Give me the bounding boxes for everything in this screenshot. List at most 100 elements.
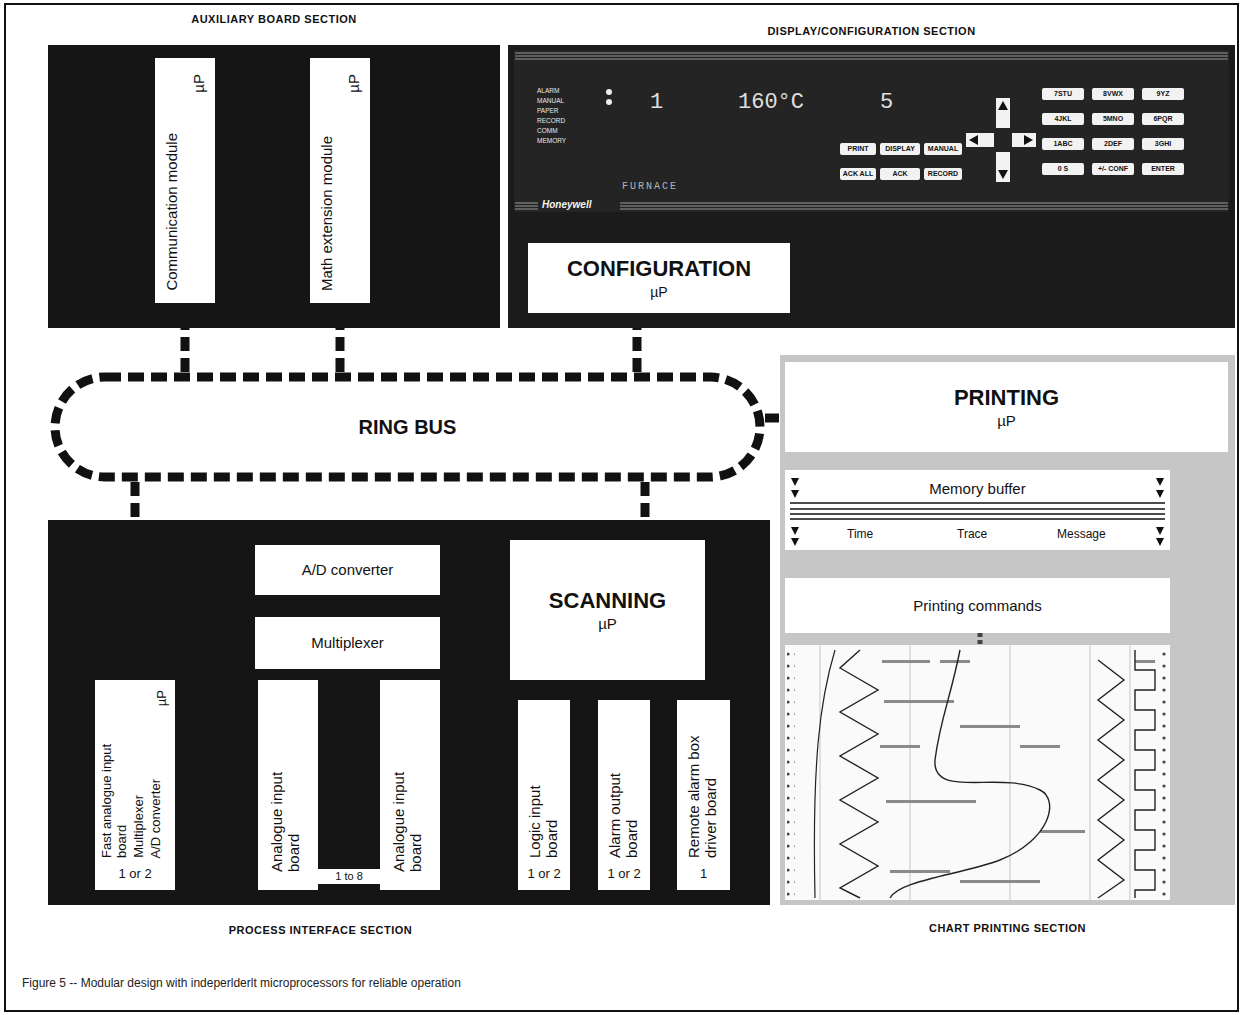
memory-buffer-box: [785, 470, 1170, 550]
indicator-label: COMM: [537, 127, 558, 134]
board-name: Logic input board: [526, 758, 561, 858]
key-label: PRINT: [840, 143, 876, 155]
process-box: A/D converter: [255, 545, 440, 595]
io-board: Remote alarm box driver board 1: [677, 700, 730, 890]
process-box: Printing commands: [785, 578, 1170, 633]
box-title: Memory buffer: [785, 480, 1170, 497]
micro-label: µP: [650, 284, 667, 300]
key-label: ENTER: [1142, 163, 1184, 175]
box-title: CONFIGURATION: [567, 256, 751, 281]
auxiliary-panel: [48, 45, 500, 328]
process-box: Multiplexer: [255, 617, 440, 669]
section-heading: PROCESS INTERFACE SECTION: [48, 924, 593, 937]
section-heading: AUXILIARY BOARD SECTION: [48, 13, 500, 26]
panel-stripes: [515, 53, 1228, 209]
display-digit: 1: [650, 90, 663, 115]
quantity-label: 1 or 2: [598, 867, 650, 882]
track-label: Trace: [957, 528, 987, 542]
key-label: 3GHI: [1142, 138, 1184, 150]
key-label: +/- CONF: [1092, 163, 1134, 175]
display-panel: [508, 45, 1235, 328]
indicator-label: MEMORY: [537, 137, 566, 144]
section-panel: AUXILIARY BOARD SECTIONCommunication mod…: [48, 45, 500, 328]
micro-label: µP: [155, 690, 170, 706]
indicator-leds: [606, 89, 612, 105]
box-title: Multiplexer: [311, 634, 384, 651]
display-reading: 160°C: [738, 90, 804, 115]
process-panel: [48, 520, 770, 905]
ring-dashes: [55, 377, 760, 477]
printing-panel: [780, 355, 1235, 905]
board-name: Math extension module: [318, 136, 335, 291]
processor-box: PRINTING µP: [785, 362, 1228, 452]
io-board: Logic input board 1 or 2: [518, 700, 570, 890]
chart-paper: [785, 645, 1170, 900]
box-title: PRINTING: [954, 385, 1059, 410]
display-front: [514, 50, 1229, 212]
board-name: Analogue input board: [268, 742, 303, 872]
track-label: Time: [847, 528, 873, 542]
micro-label: µP: [190, 74, 207, 93]
board-name: Analogue input board: [390, 742, 425, 872]
indicator-label: ALARM: [537, 87, 559, 94]
board-name: Communication module: [163, 133, 180, 291]
bus-name: RING BUS: [359, 416, 457, 439]
micro-label: µP: [598, 615, 617, 632]
key-label: 9YZ: [1142, 88, 1184, 100]
module-board: Communication module µP: [155, 58, 215, 303]
feed-link: [978, 633, 983, 645]
text-column-group: Fast analogue input boardMultiplexerA/D …: [100, 718, 164, 858]
indicator-label: PAPER: [537, 107, 559, 114]
display-digit: 5: [880, 90, 893, 115]
quantity-label: 1: [677, 867, 730, 882]
key-label: 0 S: [1042, 163, 1084, 175]
key-label: 6PQR: [1142, 113, 1184, 125]
key-label: 8VWX: [1092, 88, 1134, 100]
section-heading: DISPLAY/CONFIGURATION SECTION: [508, 25, 1235, 38]
micro-label: µP: [997, 412, 1016, 429]
board-name: Remote alarm box driver board: [685, 728, 720, 858]
input-board: Fast analogue input boardMultiplexerA/D …: [95, 680, 175, 890]
io-board: Alarm output board 1 or 2: [598, 700, 650, 890]
quantity-label: 1 or 2: [95, 867, 175, 882]
indicator-label: MANUAL: [537, 97, 564, 104]
arrow-keys: [966, 98, 1036, 182]
module-board: Math extension module µP: [310, 58, 370, 303]
key-label: 5MNO: [1092, 113, 1134, 125]
brand-name: Honeywell: [542, 199, 591, 211]
board-name: Fast analogue input board: [100, 718, 130, 858]
input-board: Analogue input board: [258, 680, 318, 890]
box-title: A/D converter: [302, 561, 394, 578]
input-board: Analogue input board: [380, 680, 440, 890]
key-label: RECORD: [924, 168, 962, 180]
key-label: MANUAL: [924, 143, 962, 155]
key-label: DISPLAY: [880, 143, 920, 155]
key-label: 4JKL: [1042, 113, 1084, 125]
figure-caption: Figure 5 -- Modular design with indeperl…: [22, 976, 461, 990]
indicator-label: RECORD: [537, 117, 565, 124]
board-name: Alarm output board: [606, 758, 641, 858]
buffer-tracks: [790, 503, 1165, 519]
section-panel: PROCESS INTERFACE SECTIONA/D converterMu…: [48, 520, 770, 905]
bus-connector: [131, 482, 140, 520]
tag-text: FURNACE: [622, 181, 678, 193]
board-part: Multiplexer: [132, 795, 147, 858]
key-label: 1ABC: [1042, 138, 1084, 150]
micro-label: µP: [345, 74, 362, 93]
board-part: A/D converter: [149, 779, 164, 858]
processor-box: SCANNING µP: [510, 540, 705, 680]
ring-bus: RING BUS: [50, 372, 765, 482]
box-title: Printing commands: [913, 597, 1041, 614]
quantity-label: 1 or 2: [518, 867, 570, 882]
figure-frame: [5, 4, 1238, 1011]
section-panel: CHART PRINTING SECTIONPRINTINGµPMemory b…: [780, 355, 1235, 905]
box-title: SCANNING: [549, 588, 666, 613]
key-label: 2DEF: [1092, 138, 1134, 150]
key-label: 7STU: [1042, 88, 1084, 100]
key-label: ACK ALL: [840, 168, 876, 180]
processor-box: CONFIGURATION µP: [528, 243, 790, 313]
buffer-box: Memory bufferTimeTraceMessage: [785, 470, 1170, 550]
key-label: ACK: [880, 168, 920, 180]
